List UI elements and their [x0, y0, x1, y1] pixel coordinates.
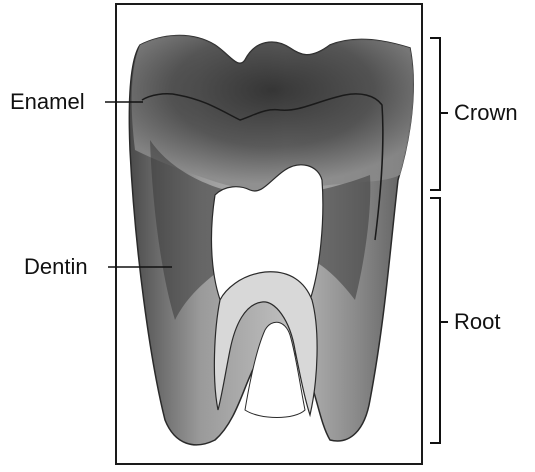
- root-label: Root: [454, 311, 500, 333]
- crown-bracket: [430, 38, 440, 190]
- crown-label: Crown: [454, 102, 518, 124]
- dentin-label: Dentin: [24, 256, 88, 278]
- enamel-label: Enamel: [10, 91, 85, 113]
- root-bracket: [430, 198, 440, 443]
